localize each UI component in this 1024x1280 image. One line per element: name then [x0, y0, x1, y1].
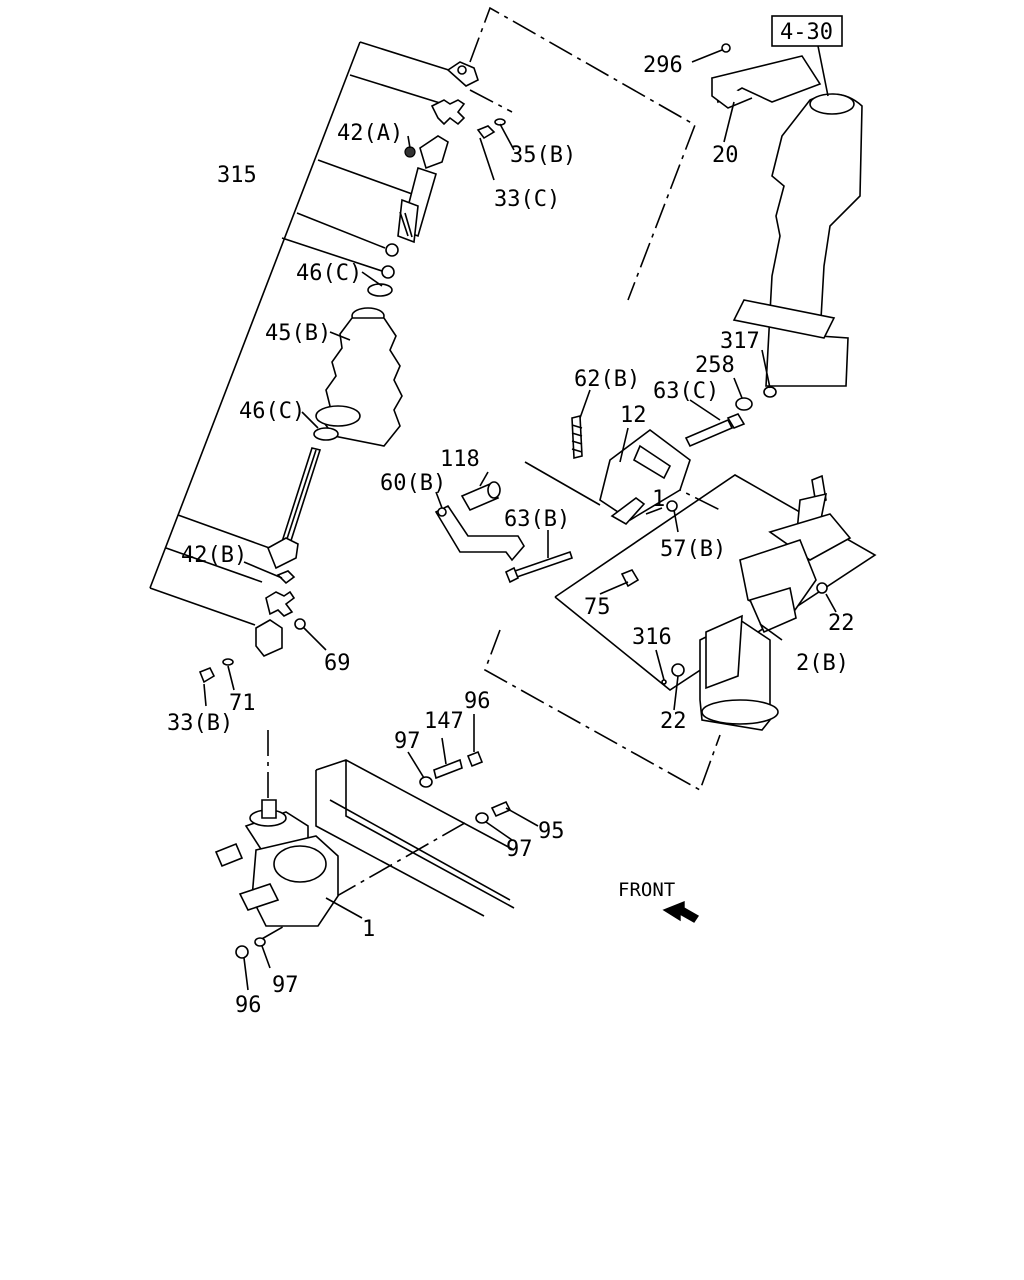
label-315: 315	[217, 163, 257, 188]
label-95: 95	[538, 819, 565, 844]
label-22-bottom: 22	[660, 709, 687, 734]
lower-yoke	[255, 619, 283, 657]
label-147: 147	[424, 709, 464, 734]
label-96-c: 96	[235, 993, 262, 1018]
label-42b: 42(B)	[181, 543, 247, 568]
reference-box-label: 4-30	[780, 20, 833, 45]
label-75: 75	[584, 595, 611, 620]
label-front: FRONT	[618, 879, 675, 901]
reference-box	[771, 15, 843, 47]
label-42a: 42(A)	[337, 121, 403, 146]
label-1: 1	[362, 917, 375, 942]
label-33c: 33(C)	[494, 187, 560, 212]
frame-rail	[315, 759, 515, 917]
label-62b: 62(B)	[574, 367, 640, 392]
label-20: 20	[712, 143, 739, 168]
label-45b: 45(B)	[265, 321, 331, 346]
bolt-63c	[684, 418, 734, 448]
label-33b: 33(B)	[167, 711, 233, 736]
bolt-63b	[510, 550, 574, 580]
label-71: 71	[229, 691, 256, 716]
label-258: 258	[695, 353, 735, 378]
label-35b: 35(B)	[510, 143, 576, 168]
label-97-b: 97	[506, 837, 533, 862]
label-97-c: 97	[272, 973, 299, 998]
label-69: 69	[324, 651, 351, 676]
bolt-33b	[198, 666, 216, 684]
universal-joint-cross	[430, 99, 466, 126]
boot-45b	[315, 307, 403, 447]
leader-lines	[203, 49, 837, 991]
frame-and-gearbox	[214, 750, 515, 959]
lever-60b	[434, 504, 525, 562]
label-12: 12	[620, 403, 647, 428]
part-labels: 296 20 315 42(A) 35(B) 33(C) 46(C) 45(B)…	[167, 53, 855, 1018]
label-46c-top: 46(C)	[296, 261, 362, 286]
label-296: 296	[643, 53, 683, 78]
label-2b: 2(B)	[796, 651, 849, 676]
stud-147	[433, 758, 463, 780]
shift-lever-cover	[765, 93, 863, 387]
label-96-top: 96	[464, 689, 491, 714]
label-60b: 60(B)	[380, 471, 446, 496]
label-46c-bottom: 46(C)	[239, 399, 305, 424]
label-1-small: 1	[652, 487, 665, 512]
intermediate-shaft	[198, 61, 506, 684]
clamp-top	[367, 283, 393, 297]
label-57b: 57(B)	[660, 537, 726, 562]
label-22-right: 22	[828, 611, 855, 636]
nut	[385, 243, 399, 257]
clamp-bottom	[313, 427, 339, 441]
group-315-bracket	[149, 41, 456, 626]
steering-column-2b	[661, 474, 852, 731]
column-cover-assembly	[711, 43, 863, 387]
label-63c: 63(C)	[653, 379, 719, 404]
label-63b: 63(B)	[504, 507, 570, 532]
cover-part-20	[711, 55, 822, 104]
label-97-a: 97	[394, 729, 421, 754]
label-118: 118	[440, 447, 480, 472]
label-316: 316	[632, 625, 672, 650]
front-arrow-icon	[662, 900, 699, 923]
label-317: 317	[720, 329, 760, 354]
